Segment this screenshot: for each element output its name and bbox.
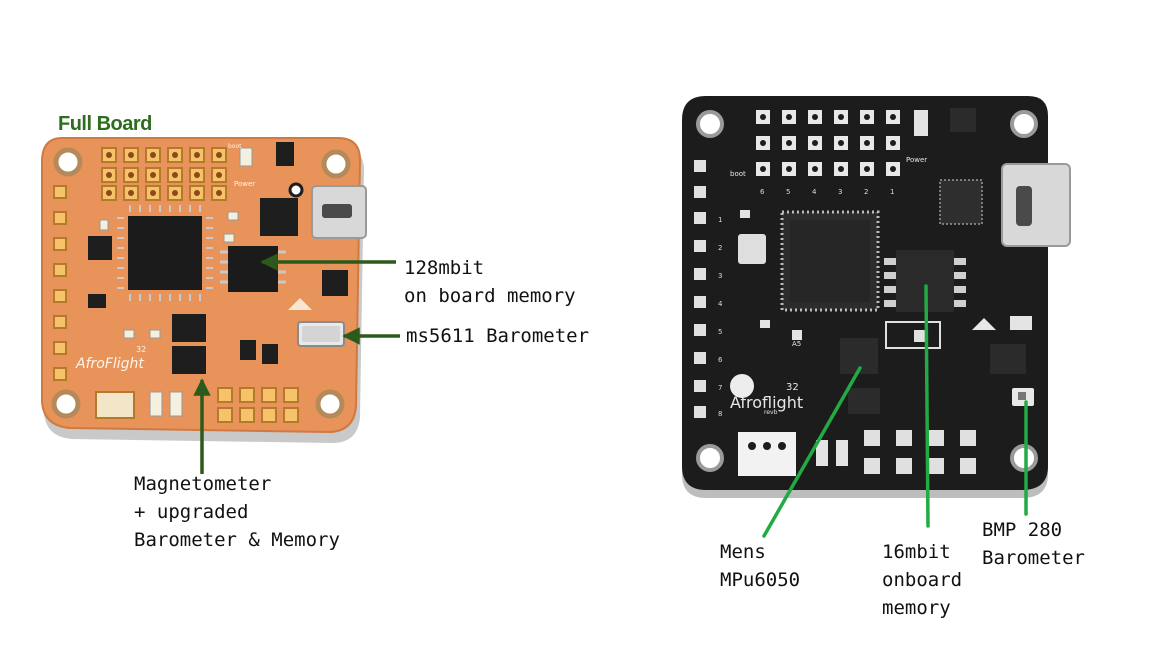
- top-right-chip: [260, 198, 298, 236]
- pin-number: 1: [890, 188, 894, 196]
- header-pads-bottom-right: [738, 430, 976, 476]
- label-16mbit: 16mbit onboard memory: [882, 538, 962, 622]
- flash-chip-128mbit: [220, 246, 286, 292]
- pin-number: 2: [864, 188, 868, 196]
- label-line: Barometer: [982, 547, 1085, 569]
- pin-number: 5: [786, 188, 790, 196]
- mcu-chip-left: [117, 205, 213, 301]
- crystal: [738, 234, 766, 264]
- side-number: 2: [718, 244, 722, 252]
- side-number: 1: [718, 216, 722, 224]
- label-line: BMP 280: [982, 519, 1063, 541]
- label-line: MPu6050: [720, 569, 801, 591]
- line-to-16mbit: [924, 284, 930, 528]
- label-line: on board memory: [404, 285, 576, 307]
- header-pads-left-right: [694, 160, 706, 418]
- left-annotation-arrows: [193, 253, 400, 474]
- side-number: 8: [718, 410, 722, 418]
- right-silk-rev: 32: [786, 382, 799, 393]
- label-line: 16mbit: [882, 541, 951, 563]
- pin-number: 3: [838, 188, 842, 196]
- side-number: 4: [718, 300, 723, 308]
- label-line: 128mbit: [404, 257, 485, 279]
- label-line: + upgraded: [134, 501, 249, 523]
- pin-number: 4: [812, 188, 817, 196]
- label-line: Magnetometer: [134, 473, 272, 495]
- label-line: Barometer & Memory: [134, 529, 340, 551]
- right-silk-a5: A5: [792, 340, 801, 348]
- usb-connector-right: [1001, 163, 1071, 247]
- mcu-chip-right: [780, 210, 880, 312]
- line-to-mpu6050: [762, 366, 862, 538]
- label-line: Mens: [720, 541, 766, 563]
- label-128mbit: 128mbit on board memory: [404, 254, 576, 310]
- baro-upgraded-chip: [172, 346, 206, 374]
- mounting-holes-right: [696, 110, 1038, 472]
- left-board-photo: AfroFlight 32 Power boot: [41, 137, 367, 443]
- pin-number: 6: [760, 188, 765, 196]
- side-number: 5: [718, 328, 722, 336]
- left-silk-boot: boot: [228, 143, 242, 150]
- right-annotation-lines: [762, 284, 1028, 538]
- left-silk-brand: AfroFlight: [75, 356, 144, 372]
- left-silk-power: Power: [234, 180, 255, 188]
- header-pads-bottom: [95, 387, 299, 423]
- label-ms5611: ms5611 Barometer: [406, 325, 590, 347]
- usb-serial-chip: [939, 179, 983, 225]
- magnetometer-chip: [172, 314, 206, 342]
- left-silk-rev: 32: [136, 345, 146, 354]
- right-board-photo: Afroflight 32 revb Power boot A5 6 5 4 3…: [682, 96, 1071, 498]
- label-line: onboard: [882, 569, 963, 591]
- side-number: 7: [718, 384, 722, 392]
- header-pads-top: [101, 147, 227, 201]
- label-line: memory: [882, 597, 951, 619]
- right-silk-brand: Afroflight: [730, 393, 803, 412]
- side-number: 6: [718, 356, 723, 364]
- side-number: 3: [718, 272, 722, 280]
- right-silk-revb: revb: [764, 409, 778, 416]
- full-board-title: Full Board: [58, 113, 152, 135]
- mounting-holes: [51, 147, 351, 419]
- right-silk-pin-numbers: 6 5 4 3 2 1: [760, 188, 894, 196]
- right-silk-power: Power: [906, 156, 927, 164]
- right-silk-side-numbers: 1 2 3 4 5 6 7 8: [718, 216, 723, 418]
- right-silk-boot: boot: [730, 170, 746, 178]
- header-pads-left: [53, 185, 67, 381]
